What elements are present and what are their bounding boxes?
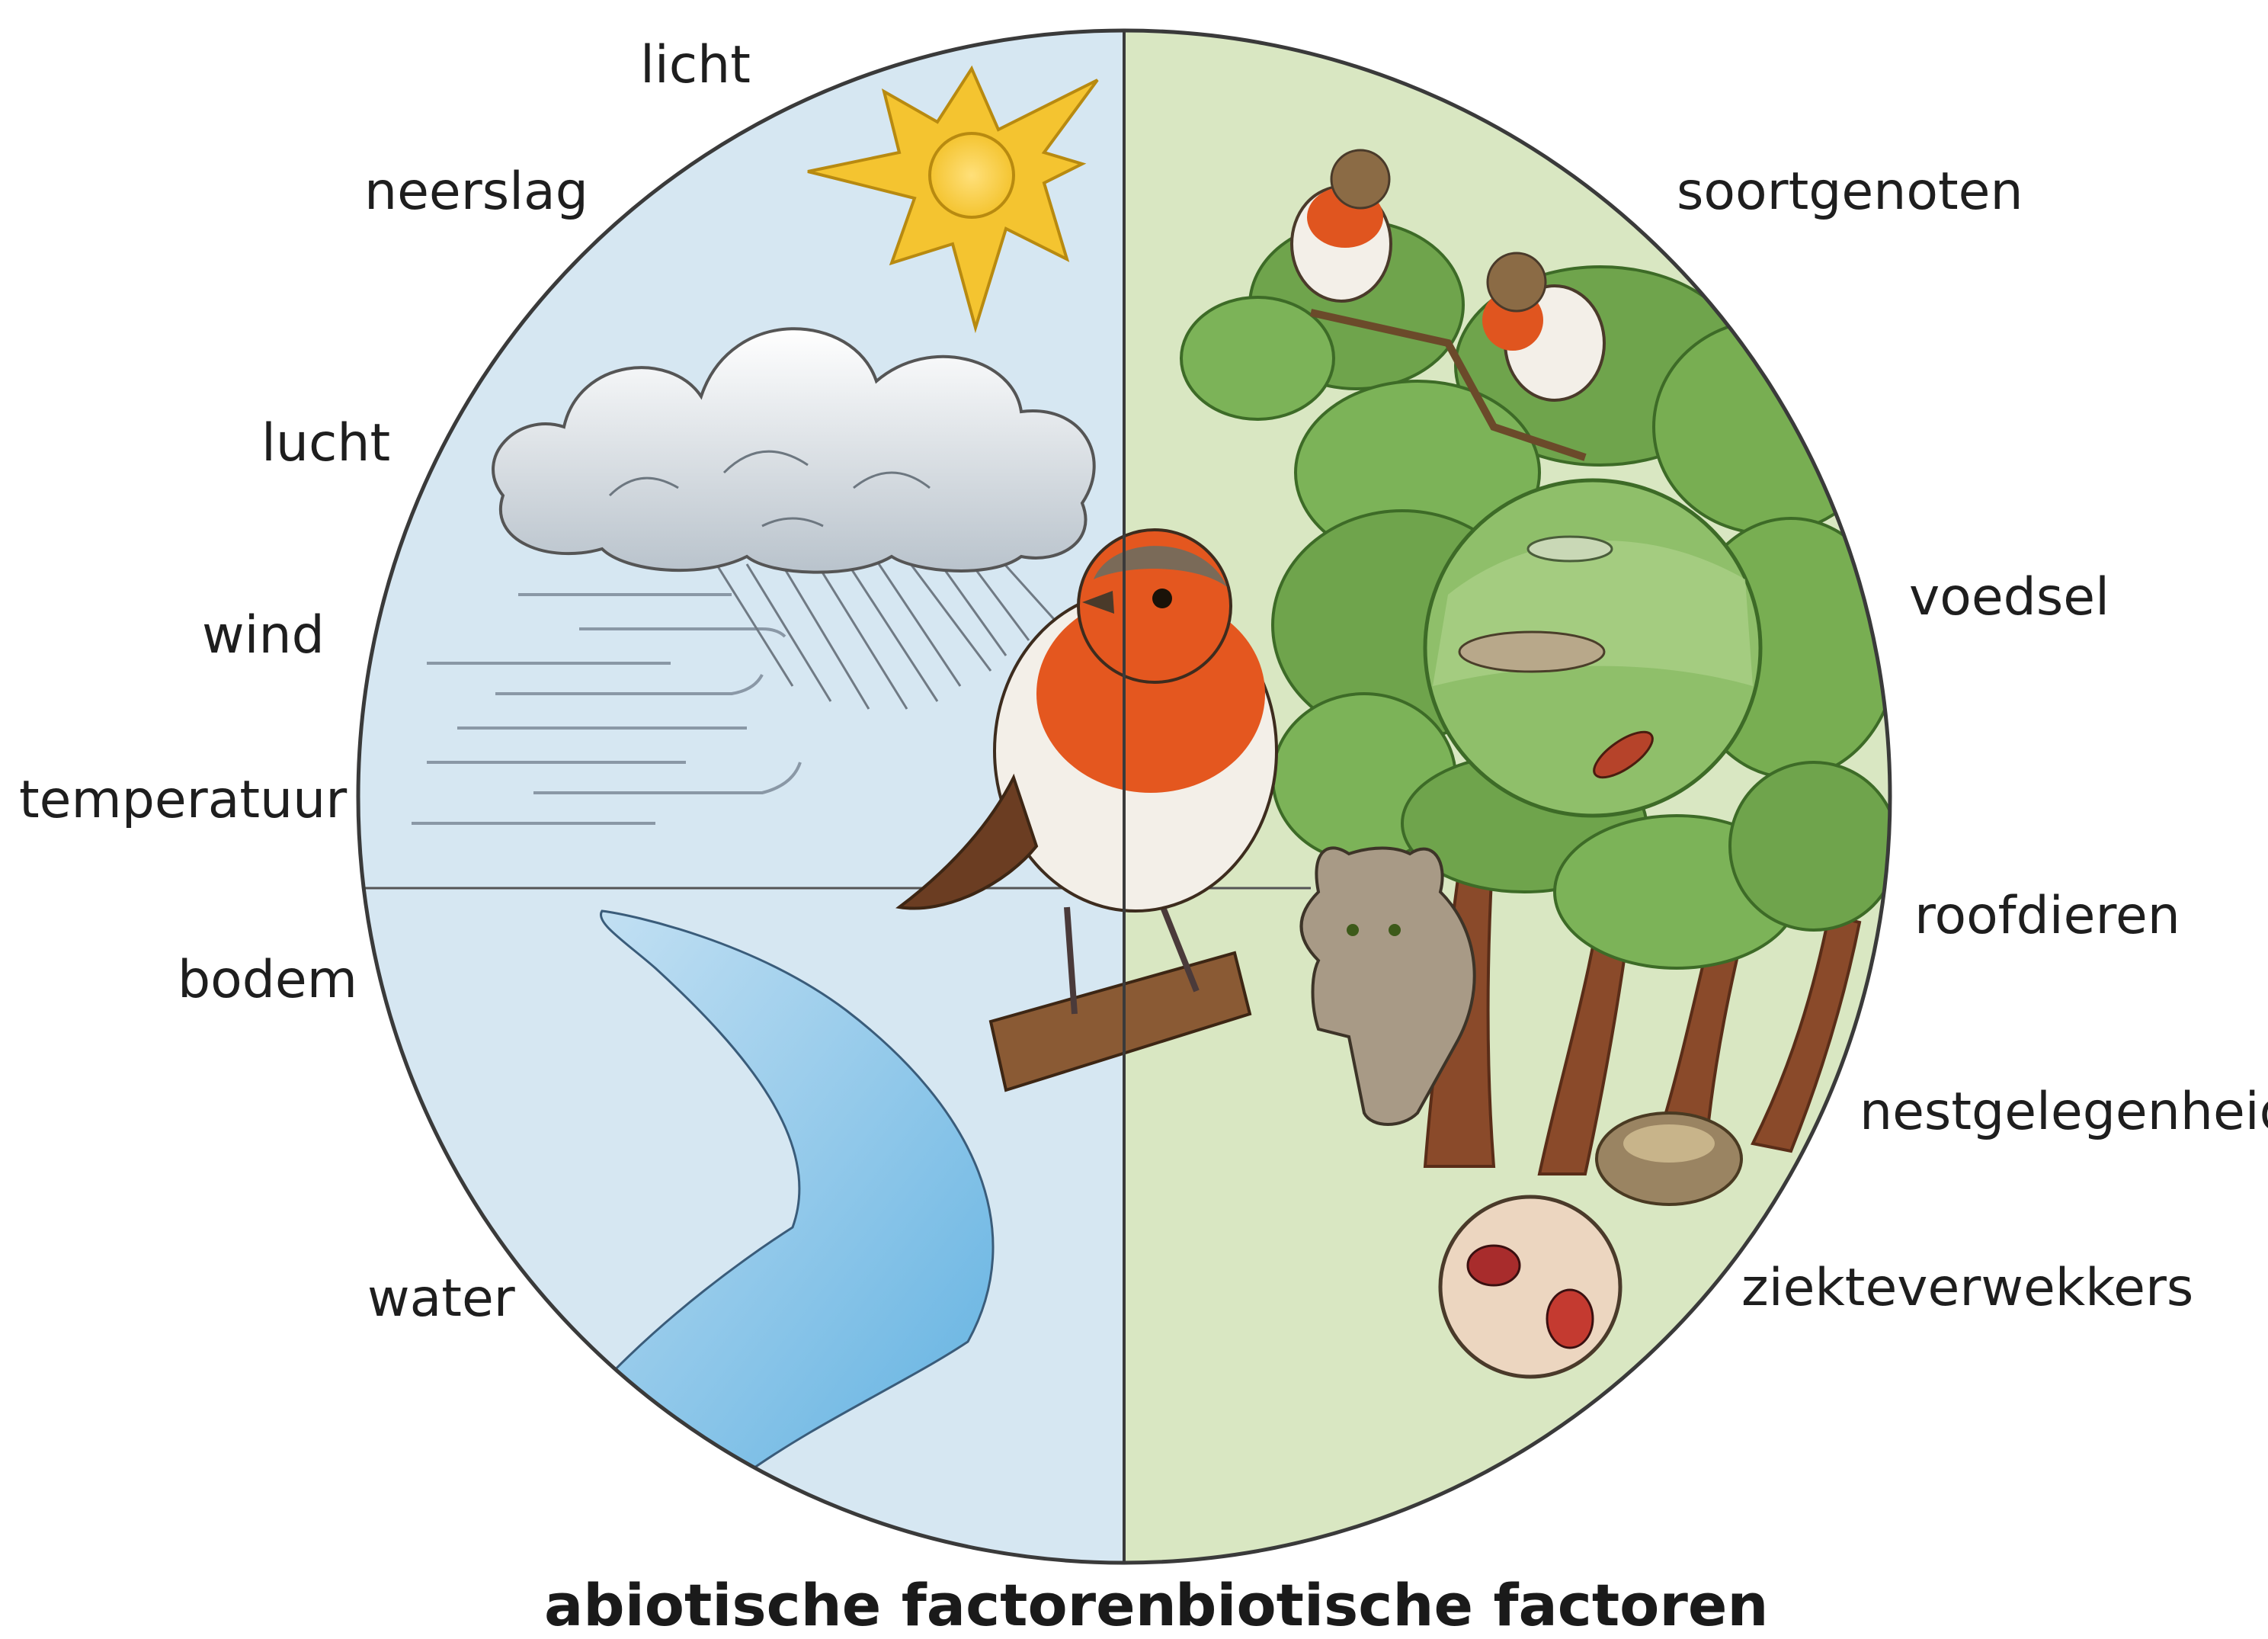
label-voedsel: voedsel xyxy=(1909,572,2109,624)
ticks-icon xyxy=(1440,1197,1620,1377)
label-water: water xyxy=(367,1273,515,1325)
label-licht: licht xyxy=(640,40,751,91)
label-bodem: bodem xyxy=(178,954,357,1006)
label-temperatuur: temperatuur xyxy=(19,775,347,826)
label-soortgenoten: soortgenoten xyxy=(1677,166,2023,218)
label-wind: wind xyxy=(202,610,325,662)
label-nestgelegenheid: nestgelegenheid xyxy=(1860,1086,2268,1138)
caption-abiotic: abiotische factoren xyxy=(544,1576,1177,1634)
label-roofdieren: roofdieren xyxy=(1914,890,2180,942)
caption-biotic: biotische factoren xyxy=(1175,1576,1769,1634)
label-lucht: lucht xyxy=(261,418,390,470)
label-ziekteverwekkers: ziekteverwekkers xyxy=(1741,1262,2193,1314)
label-neerslag: neerslag xyxy=(364,166,588,218)
insects-icon xyxy=(1425,480,1760,816)
nest-icon xyxy=(1597,1113,1741,1204)
